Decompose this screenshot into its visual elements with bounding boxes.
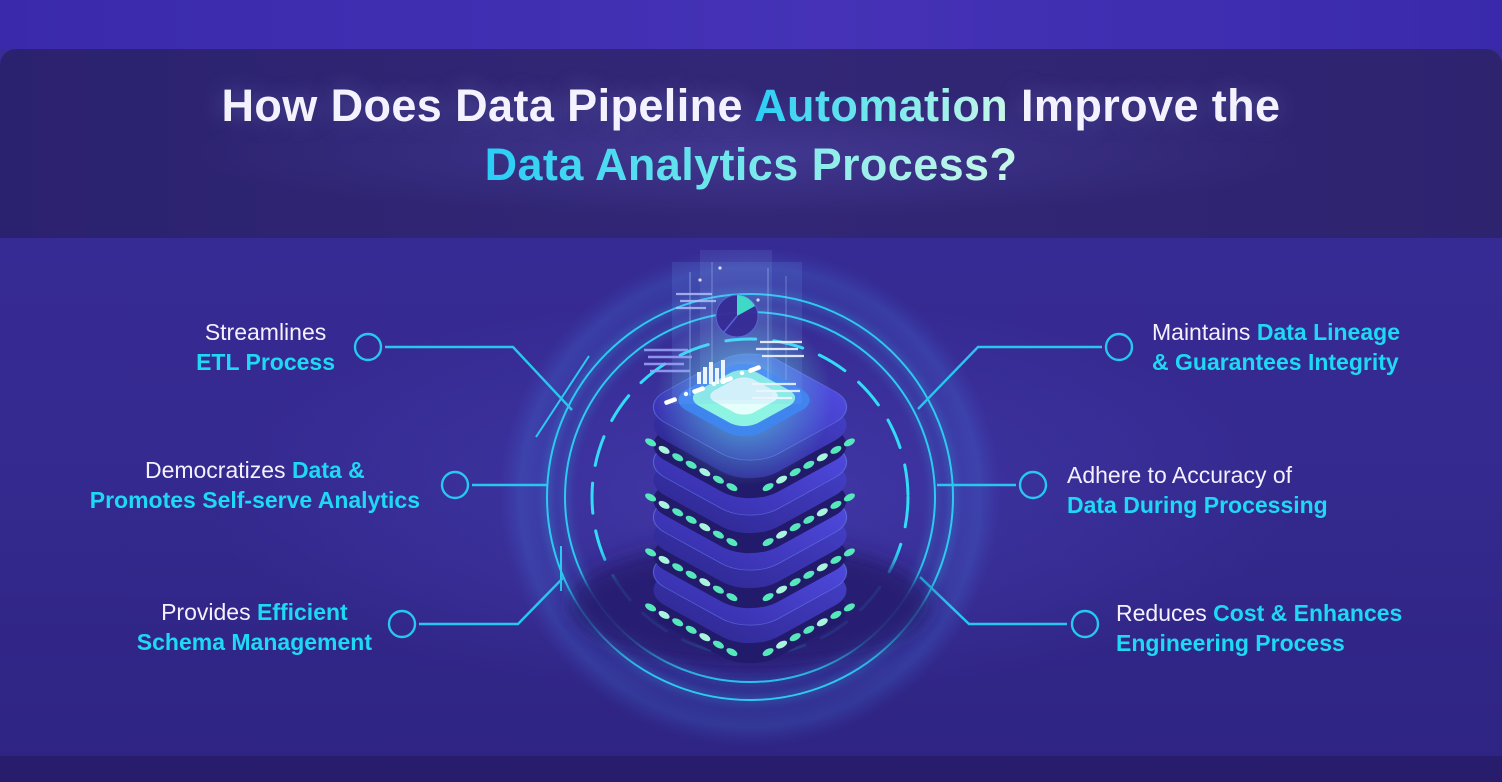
label-tl-white: Streamlines (204, 319, 327, 345)
outer-ring (546, 293, 954, 701)
holo-bar-chart (697, 360, 725, 384)
top-strip (0, 0, 1502, 49)
connector-bottom-left (419, 577, 564, 626)
label-tr-white: Maintains (1152, 319, 1257, 345)
connectors (353, 332, 1134, 639)
label-data-accuracy: Adhere to Accuracy of Data During Proces… (1067, 460, 1328, 520)
label-br-white: Reduces (1116, 600, 1214, 626)
connector-top-right (917, 345, 1102, 410)
label-br-cyan1: Cost & Enhances (1213, 600, 1403, 626)
page-title: How Does Data Pipeline Automation Improv… (0, 76, 1502, 194)
label-tl-cyan2: ETL Process (196, 349, 335, 375)
label-tr-cyan1: Data Lineage (1256, 319, 1400, 345)
connector-bottom-right (919, 576, 1067, 626)
analytics-hologram-icon (644, 250, 804, 405)
database-stack-icon (570, 310, 930, 673)
label-ml-cyan1: Data & (291, 457, 365, 483)
holo-text-lines-right (752, 340, 804, 400)
label-bl-cyan2: Schema Management (136, 629, 372, 655)
title-line1-white: How Does Data Pipeline (221, 80, 755, 131)
title-line2-highlight: Data Analytics Process? (484, 139, 1018, 190)
label-reduces-cost: Reduces Cost & Enhances Engineering Proc… (1116, 598, 1402, 658)
label-br-cyan2: Engineering Process (1116, 630, 1345, 656)
label-ml-white: Democratizes (144, 457, 292, 483)
label-streamlines-etl: Streamlines ETL Process (196, 317, 335, 377)
label-data-lineage: Maintains Data Lineage & Guarantees Inte… (1152, 317, 1400, 377)
node-circle-mid-left (440, 470, 470, 500)
title-line-2: Data Analytics Process? (0, 135, 1502, 194)
node-circle-bottom-left (387, 609, 417, 639)
title-line1-highlight: Automation (754, 80, 1009, 131)
holo-text-lines-left (644, 348, 692, 373)
ring-tick-nw (535, 355, 590, 438)
title-line-1: How Does Data Pipeline Automation Improv… (0, 76, 1502, 135)
label-schema-management: Provides Efficient Schema Management (137, 597, 372, 657)
title-line1-white-2: Improve the (1008, 80, 1281, 131)
label-mr-cyan2: Data During Processing (1067, 492, 1328, 518)
connector-top-left (385, 345, 573, 411)
label-bl-cyan1: Efficient (256, 599, 348, 625)
label-tr-cyan2: & Guarantees Integrity (1152, 349, 1399, 375)
holo-text-lines-top (676, 292, 716, 310)
holo-data-chain (664, 266, 761, 405)
label-ml-cyan2: Promotes Self-serve Analytics (89, 487, 420, 513)
node-circle-bottom-right (1070, 609, 1100, 639)
node-circle-top-right (1104, 332, 1134, 362)
title-band (0, 49, 1502, 238)
label-democratizes-data: Democratizes Data & Promotes Self-serve … (90, 455, 420, 515)
node-circle-mid-right (1018, 470, 1048, 500)
pie-chart-icon (715, 294, 759, 338)
label-bl-white: Provides (161, 599, 257, 625)
node-circle-top-left (353, 332, 383, 362)
bottom-strip (0, 756, 1502, 782)
label-mr-white: Adhere to Accuracy of (1067, 462, 1293, 488)
